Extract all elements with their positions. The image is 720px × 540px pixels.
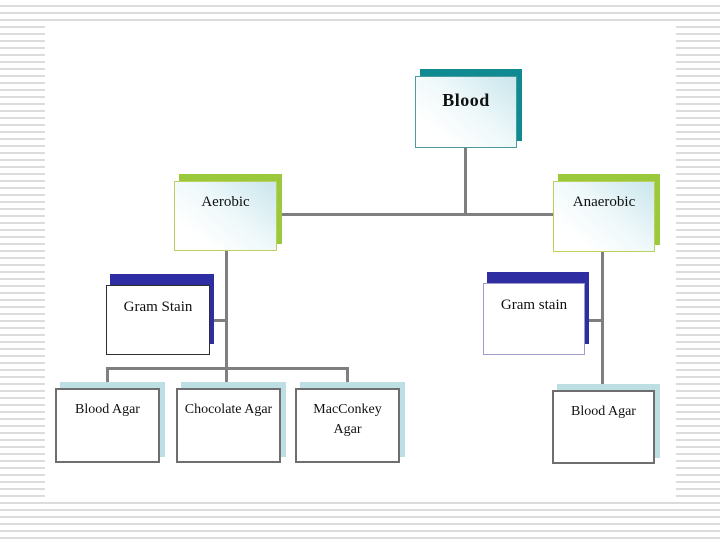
node-chocolate-agar-face: Chocolate Agar <box>176 388 281 463</box>
node-blood-face: Blood <box>415 76 517 148</box>
node-gram-stain-left-face: Gram Stain <box>106 285 210 355</box>
connector-anaerobic-down <box>601 252 604 390</box>
node-blood-agar-right-label: Blood Agar <box>571 404 636 419</box>
connector-level1-horizontal <box>281 213 553 216</box>
node-chocolate-agar-label: Chocolate Agar <box>184 402 273 417</box>
node-macconkey-agar-face: MacConkey Agar <box>295 388 400 463</box>
node-gram-stain-right-face: Gram stain <box>483 283 585 355</box>
node-blood: Blood <box>415 69 522 148</box>
node-anaerobic: Anaerobic <box>553 174 660 252</box>
node-gram-stain-left: Gram Stain <box>106 274 214 355</box>
connector-blood-to-level1 <box>464 148 467 216</box>
node-blood-agar-left: Blood Agar <box>55 382 165 463</box>
connector-blood-agar-left-stub <box>106 367 109 388</box>
connector-gram-stain-right-stub <box>585 319 602 322</box>
node-aerobic-label: Aerobic <box>201 194 250 210</box>
node-chocolate-agar: Chocolate Agar <box>176 382 286 463</box>
node-gram-stain-left-label: Gram Stain <box>123 299 193 315</box>
node-macconkey-agar-label: MacConkey Agar <box>313 402 382 438</box>
connector-aerobic-down <box>225 251 228 388</box>
node-gram-stain-right-label: Gram stain <box>500 297 568 313</box>
connector-aerobic-children-horizontal <box>107 367 349 370</box>
node-gram-stain-right: Gram stain <box>483 272 589 355</box>
node-blood-label: Blood <box>442 90 490 110</box>
node-anaerobic-face: Anaerobic <box>553 181 655 252</box>
connector-macconkey-stub <box>346 367 349 388</box>
node-aerobic-face: Aerobic <box>174 181 277 251</box>
node-aerobic: Aerobic <box>174 174 282 251</box>
node-blood-agar-right-face: Blood Agar <box>552 390 655 464</box>
node-anaerobic-label: Anaerobic <box>572 194 636 210</box>
node-blood-agar-right: Blood Agar <box>552 384 660 464</box>
connector-gram-stain-left-stub <box>210 319 226 322</box>
node-macconkey-agar: MacConkey Agar <box>295 382 405 463</box>
node-blood-agar-left-face: Blood Agar <box>55 388 160 463</box>
node-blood-agar-left-label: Blood Agar <box>75 402 140 417</box>
